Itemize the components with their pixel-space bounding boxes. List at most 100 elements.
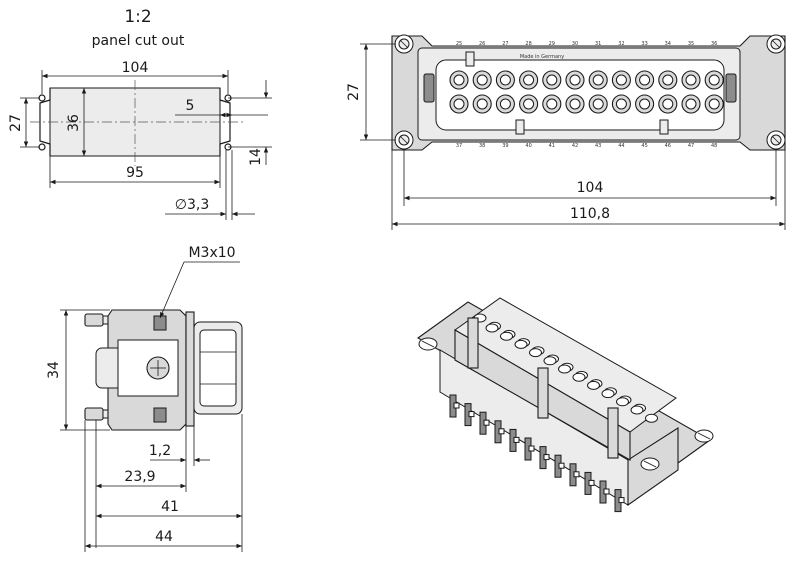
contact-hole bbox=[546, 98, 558, 110]
pin-number: 48 bbox=[711, 143, 717, 149]
cutout-caption: panel cut out bbox=[92, 33, 185, 49]
pin-number: 26 bbox=[479, 41, 485, 47]
pin-number: 43 bbox=[595, 143, 601, 149]
terminal-window bbox=[528, 445, 535, 452]
dim-front-110: 110,8 bbox=[570, 206, 610, 222]
screw-icon bbox=[394, 34, 414, 54]
contact-socket bbox=[572, 372, 586, 382]
contact-socket bbox=[601, 389, 615, 399]
contact-hole bbox=[523, 98, 535, 110]
contact-hole bbox=[499, 74, 511, 86]
pin-number: 46 bbox=[665, 143, 671, 149]
contact-hole bbox=[685, 74, 697, 86]
terminal-window bbox=[558, 462, 565, 469]
contact-hole bbox=[476, 74, 488, 86]
dim-cut-hole: ∅3,3 bbox=[175, 197, 209, 213]
contact-socket bbox=[485, 323, 499, 333]
isometric-view bbox=[416, 297, 714, 513]
pin-number: 40 bbox=[525, 143, 531, 149]
pin-number: 34 bbox=[665, 41, 671, 47]
contact-hole bbox=[639, 98, 651, 110]
dim-front-27: 27 bbox=[346, 83, 362, 101]
contact-hole bbox=[569, 98, 581, 110]
contact-hole bbox=[453, 98, 465, 110]
contact-socket bbox=[543, 356, 557, 366]
contact-socket bbox=[616, 397, 629, 407]
contact-hole bbox=[662, 98, 674, 110]
screw-icon bbox=[766, 130, 786, 150]
dim-cut-height: 36 bbox=[66, 114, 82, 132]
terminal-window bbox=[543, 454, 550, 461]
pin-number: 27 bbox=[502, 41, 508, 47]
contact-hole bbox=[476, 98, 488, 110]
dim-cut-95: 95 bbox=[126, 165, 144, 181]
contact-hole bbox=[708, 98, 720, 110]
dim-side-23-9: 23,9 bbox=[124, 469, 155, 485]
pin-number: 28 bbox=[525, 41, 531, 47]
pin-number: 42 bbox=[572, 143, 578, 149]
pin-number: 33 bbox=[641, 41, 647, 47]
pin-number: 37 bbox=[456, 143, 462, 149]
panel-cutout-view: 104 27 36 5 14 95 ∅3,3 bbox=[8, 60, 272, 220]
pin-number: 44 bbox=[618, 143, 624, 149]
screw-icon bbox=[694, 429, 714, 443]
made-in-text: Made in Germany bbox=[520, 54, 564, 60]
screw-icon bbox=[394, 130, 414, 150]
pin-number: 30 bbox=[572, 41, 578, 47]
contact-hole bbox=[523, 74, 535, 86]
terminal-window bbox=[588, 479, 595, 486]
screw-icon bbox=[766, 34, 786, 54]
terminal-window bbox=[468, 411, 475, 418]
pin-number: 38 bbox=[479, 143, 485, 149]
contact-hole bbox=[708, 74, 720, 86]
contact-hole bbox=[592, 98, 604, 110]
contact-hole bbox=[615, 98, 627, 110]
dim-side-1-2: 1,2 bbox=[149, 443, 171, 459]
terminal-window bbox=[603, 488, 610, 495]
contact-socket bbox=[587, 380, 600, 390]
contact-hole bbox=[592, 74, 604, 86]
side-view: M3x10 34 1,2 23,9 41 44 bbox=[46, 245, 243, 552]
pin-number: 32 bbox=[618, 41, 624, 47]
pin-number: 25 bbox=[456, 41, 462, 47]
pin-number: 47 bbox=[688, 143, 694, 149]
contact-hole bbox=[569, 74, 581, 86]
contact-hole bbox=[546, 74, 558, 86]
dim-cut-width: 104 bbox=[122, 60, 149, 76]
contact-hole bbox=[453, 74, 465, 86]
contact-grid bbox=[449, 70, 724, 114]
contact-socket bbox=[529, 348, 542, 358]
dim-cut-5: 5 bbox=[186, 98, 195, 114]
dim-side-34: 34 bbox=[46, 361, 62, 379]
dim-side-41: 41 bbox=[161, 499, 179, 515]
pin-number: 41 bbox=[549, 143, 555, 149]
pin-number: 31 bbox=[595, 41, 601, 47]
terminal-window bbox=[573, 471, 580, 478]
contact-hole bbox=[639, 74, 651, 86]
dim-cut-27: 27 bbox=[8, 114, 24, 132]
contact-hole bbox=[685, 98, 697, 110]
contact-socket bbox=[630, 405, 644, 415]
contact-socket bbox=[500, 331, 513, 341]
pin-number: 45 bbox=[641, 143, 647, 149]
terminal-window bbox=[453, 402, 460, 409]
contact-socket bbox=[514, 339, 528, 349]
pin-number: 39 bbox=[502, 143, 508, 149]
contact-grid-iso bbox=[473, 313, 658, 423]
terminal-window bbox=[513, 436, 520, 443]
screw-label: M3x10 bbox=[188, 245, 235, 261]
contact-hole bbox=[499, 98, 511, 110]
terminal-window bbox=[483, 419, 490, 426]
contact-hole bbox=[662, 74, 674, 86]
pin-number: 35 bbox=[688, 41, 694, 47]
scale-label: 1:2 bbox=[124, 7, 151, 27]
contact-hole bbox=[615, 74, 627, 86]
screw-icon bbox=[640, 457, 660, 471]
contact-socket bbox=[558, 364, 571, 374]
contact-socket bbox=[645, 413, 658, 423]
pin-number: 36 bbox=[711, 41, 717, 47]
dim-cut-14: 14 bbox=[248, 148, 264, 166]
